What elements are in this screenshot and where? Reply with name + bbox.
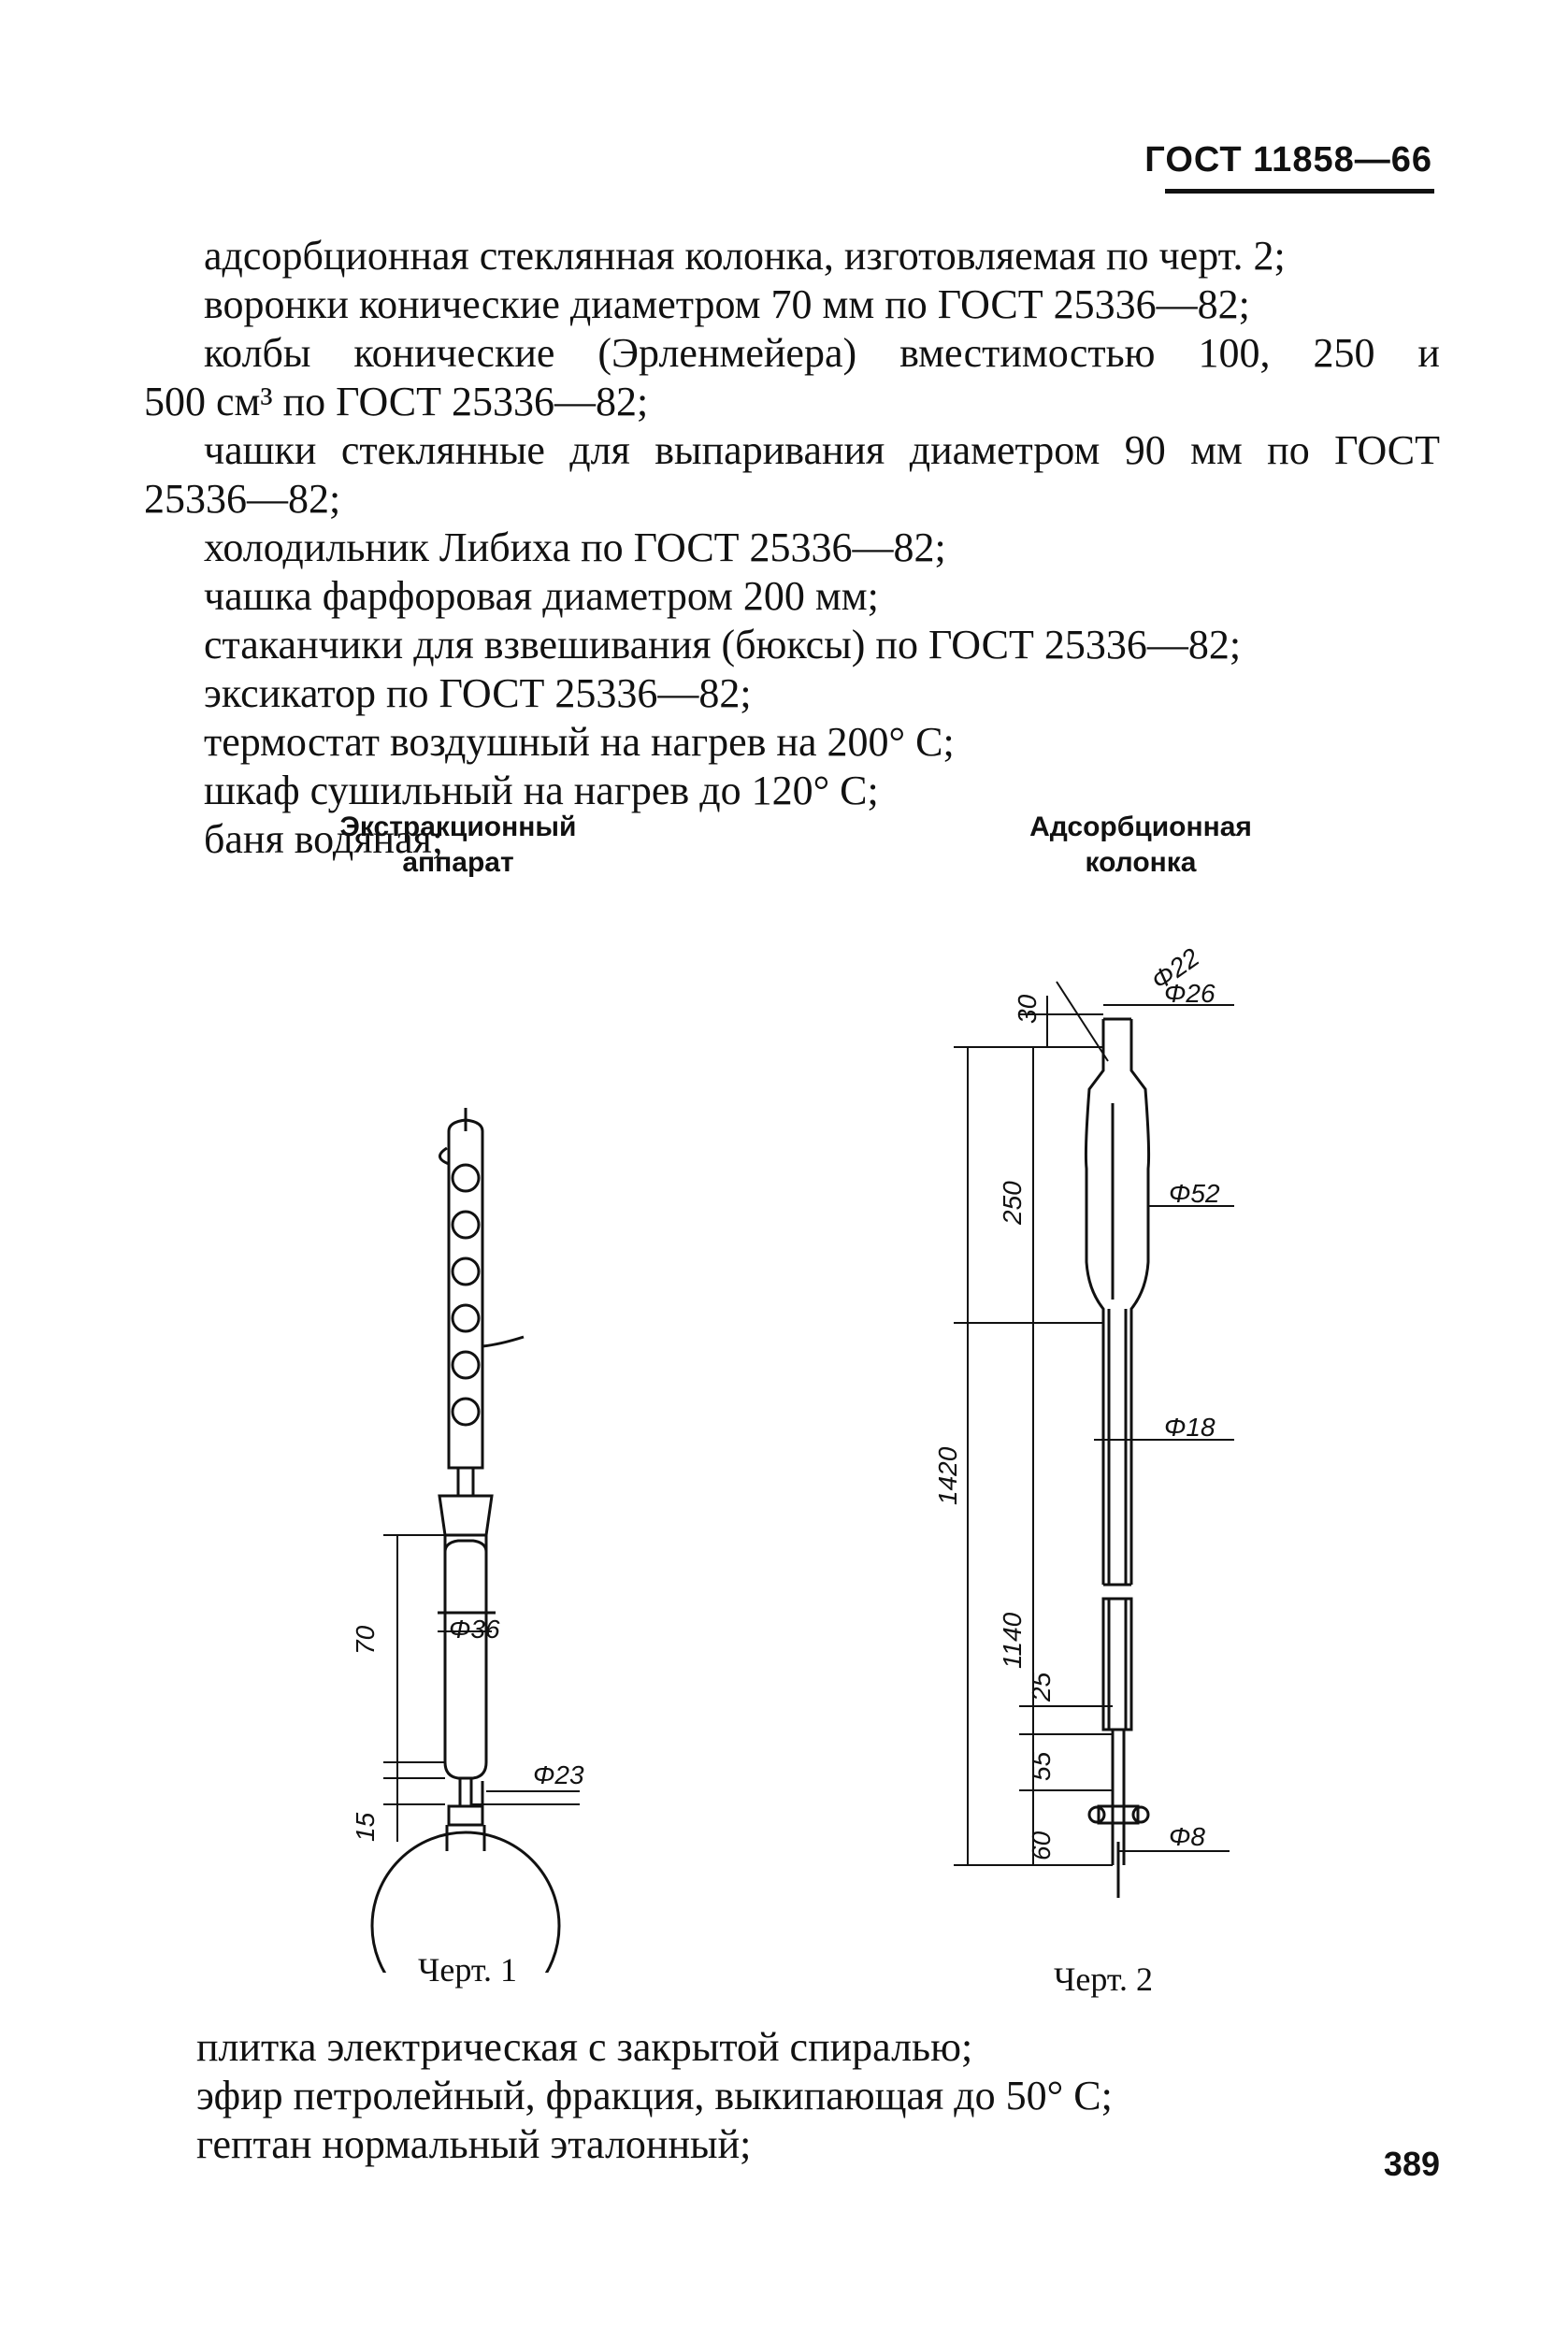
header-rule [1165, 189, 1434, 194]
stopper-drawing [438, 1494, 494, 1537]
list-item: чашка фарфоровая диаметром 200 мм; [204, 573, 879, 619]
list-item-continued: 25336—82; [144, 476, 341, 522]
list-item-continued: 500 см³ по ГОСТ 25336—82; [144, 379, 649, 424]
word: мм [1190, 427, 1243, 473]
dia-tube: Φ23 [533, 1760, 584, 1789]
dim-neck: 15 [351, 1812, 380, 1842]
word: диаметром [909, 427, 1100, 473]
dim-height: 70 [351, 1625, 380, 1655]
dim-top: 30 [1013, 994, 1042, 1024]
list-item: термостат воздушный на нагрев на 200° С; [204, 719, 955, 765]
word: по [1267, 427, 1310, 473]
dimension-lines [383, 1534, 580, 1842]
figure2-caption: Адсорбционная колонка [991, 810, 1290, 881]
figure2-label: Черт. 2 [1054, 1960, 1153, 1998]
document-code: ГОСТ 11858—66 [1144, 140, 1432, 180]
caption-line: Адсорбционная [1029, 811, 1252, 842]
figure1-drawing: 70 15 Φ36 Φ23 [351, 1108, 584, 1973]
condenser-drawing [439, 1108, 525, 1496]
caption-line: Экстракционный [339, 811, 577, 842]
dia-bulb: Φ52 [1169, 1179, 1220, 1208]
dim-b: 55 [1027, 1751, 1056, 1781]
word: конические [353, 330, 555, 376]
word: колбы [204, 330, 311, 376]
list-item: плитка электрическая с закрытой спиралью… [196, 2024, 973, 2070]
list-item: эфир петролейный, фракция, выкипающая до… [196, 2073, 1113, 2118]
dim-c: 60 [1027, 1831, 1056, 1860]
equipment-list-bottom: плитка электрическая с закрытой спиралью… [144, 2023, 1440, 2169]
list-item: адсорбционная стеклянная колонка, изгото… [204, 233, 1286, 279]
word: чашки [204, 427, 317, 473]
dimension-lines [954, 981, 1234, 1866]
list-item: колбы конические (Эрленмейера) вместимос… [144, 329, 1440, 378]
word: и [1417, 330, 1440, 376]
dia-top-outer: Φ26 [1164, 979, 1216, 1008]
list-item: стаканчики для взвешивания (бюксы) по ГО… [204, 622, 1242, 668]
dia-tip: Φ8 [1169, 1822, 1205, 1851]
list-item: чашки стеклянные для выпаривания диаметр… [144, 426, 1440, 475]
word: 100, [1198, 330, 1271, 376]
column-drawing [1084, 1017, 1151, 1898]
word: для [569, 427, 630, 473]
list-item: шкаф сушильный на нагрев до 120° С; [204, 768, 879, 813]
word: выпаривания [655, 427, 885, 473]
word: 250 [1313, 330, 1375, 376]
list-item: воронки конические диаметром 70 мм по ГО… [204, 281, 1250, 327]
word: ГОСТ [1334, 427, 1440, 473]
word: вместимостью [899, 330, 1156, 376]
figure1-caption: Экстракционный аппарат [309, 810, 608, 881]
list-item: гептан нормальный эталонный; [196, 2121, 752, 2167]
dim-a: 25 [1027, 1672, 1056, 1702]
dia-body: Φ36 [449, 1615, 500, 1644]
word: (Эрленмейера) [597, 330, 857, 376]
figure2-drawing: Φ22 Φ26 Φ52 Φ18 Φ8 30 250 1420 1140 25 5… [933, 942, 1234, 1898]
round-flask-drawing [370, 1825, 561, 1973]
page-number: 389 [1383, 2145, 1440, 2183]
dia-tube: Φ18 [1164, 1413, 1216, 1442]
dim-total: 1420 [933, 1446, 962, 1505]
figure1-label: Черт. 1 [418, 1951, 517, 1989]
dim-bulb: 250 [998, 1181, 1027, 1226]
list-item: баня водяная; [204, 816, 444, 862]
list-item: эксикатор по ГОСТ 25336—82; [204, 670, 752, 716]
caption-line: колонка [1085, 847, 1197, 878]
dim-lower: 1140 [998, 1612, 1027, 1669]
caption-line: аппарат [402, 847, 514, 878]
word: стеклянные [340, 427, 545, 473]
list-item: холодильник Либиха по ГОСТ 25336—82; [204, 524, 946, 570]
equipment-list-top: адсорбционная стеклянная колонка, изгото… [144, 232, 1440, 864]
extractor-body-drawing [438, 1535, 496, 1827]
word: 90 [1124, 427, 1166, 473]
